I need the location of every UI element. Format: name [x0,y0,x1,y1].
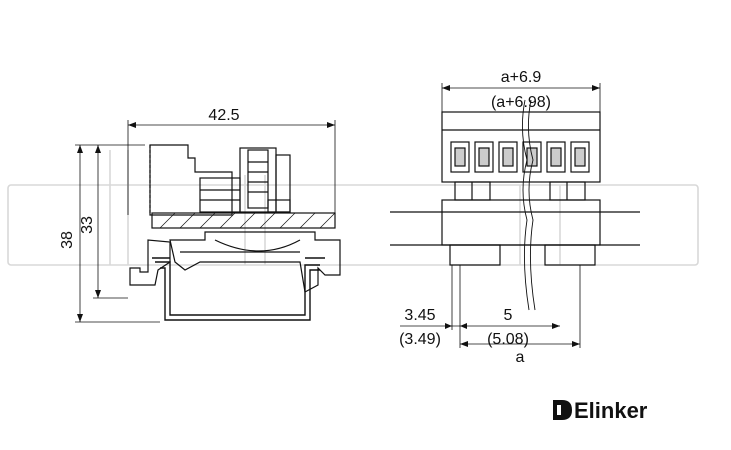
side-view [75,120,341,323]
dim-height-inner: 33 [79,216,96,234]
dim-pitch-top: a+6.9 [501,69,542,86]
elinker-logo-icon [553,400,572,420]
dim-pitch-alt: (5.08) [487,331,529,348]
dim-pitch: 5 [504,307,513,324]
brand-logo: Elinker [553,398,648,423]
dim-pitch-top-alt: (a+6.98) [491,94,551,111]
dim-pitch-var: a [516,349,525,366]
brand-name: Elinker [574,398,648,423]
dim-offset-alt: (3.49) [399,331,441,348]
dim-width-total: 42.5 [208,107,239,124]
dim-height-total: 38 [59,231,76,249]
dim-offset: 3.45 [404,307,435,324]
front-view [390,83,640,348]
